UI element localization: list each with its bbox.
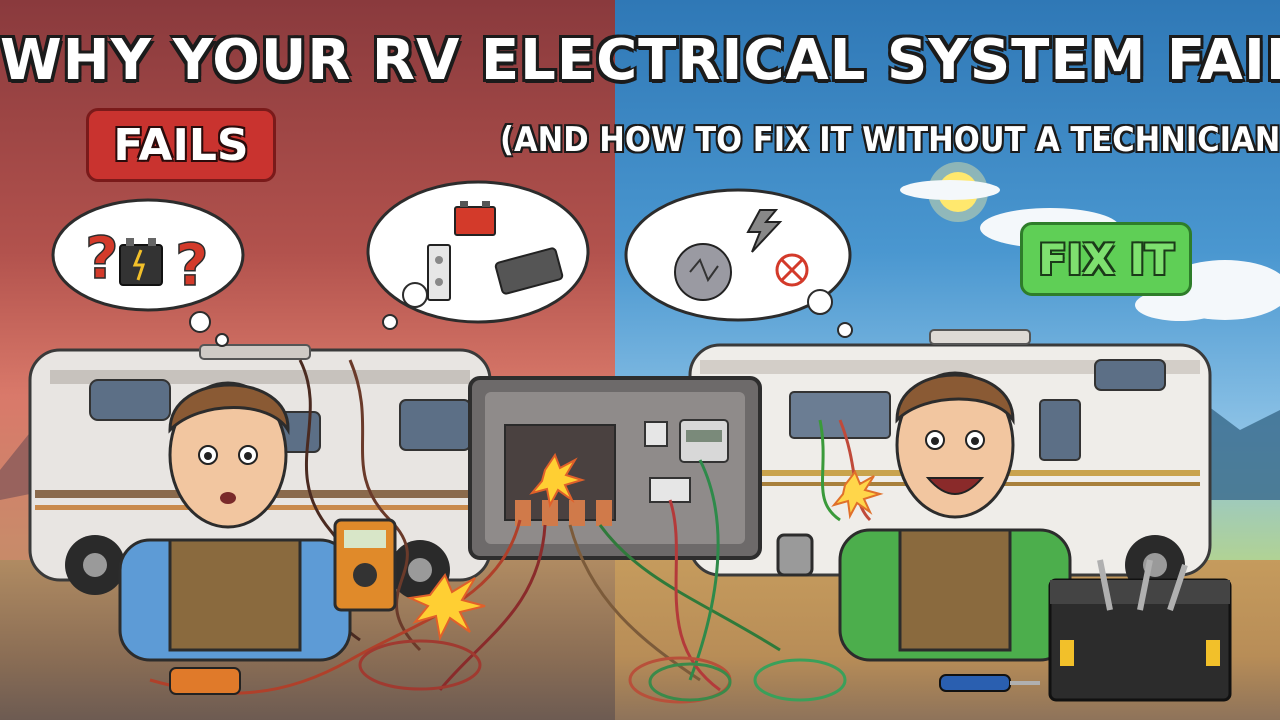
confused-thought-bubble: ? ? (51, 198, 245, 347)
fix-thought-bubble (624, 188, 853, 338)
fails-badge-label: FAILS (113, 119, 249, 171)
fix-it-badge-label: FIX IT (1038, 234, 1174, 284)
lightning-icon (746, 209, 783, 253)
fix-it-badge: FIX IT (1020, 222, 1192, 296)
electrical-panel (468, 376, 762, 560)
broken-fuse-icon (674, 243, 732, 301)
no-power-icon (775, 253, 809, 287)
power-strip-icon (494, 247, 564, 295)
screwdriver-icon (939, 674, 1040, 692)
thumbnail-subtitle: (AND HOW TO FIX IT WITHOUT A TECHNICIAN) (500, 120, 1280, 160)
fuse-icon (776, 533, 814, 577)
switch-panel-icon (427, 244, 451, 301)
voltage-tester-icon (169, 667, 241, 695)
parts-thought-bubble (366, 180, 590, 330)
question-mark-icon: ? (175, 231, 209, 299)
fails-badge: FAILS (86, 108, 276, 182)
multimeter-icon (333, 518, 397, 612)
battery-icon (119, 238, 163, 286)
thumbnail-title: WHY YOUR RV ELECTRICAL SYSTEM FAILS (0, 28, 1280, 93)
question-mark-icon: ? (85, 224, 119, 292)
worried-man (118, 381, 397, 662)
battery-icon (454, 201, 496, 236)
coiled-wires (358, 639, 847, 704)
toolbox-icon (1048, 559, 1232, 702)
spark-icon (406, 452, 884, 642)
